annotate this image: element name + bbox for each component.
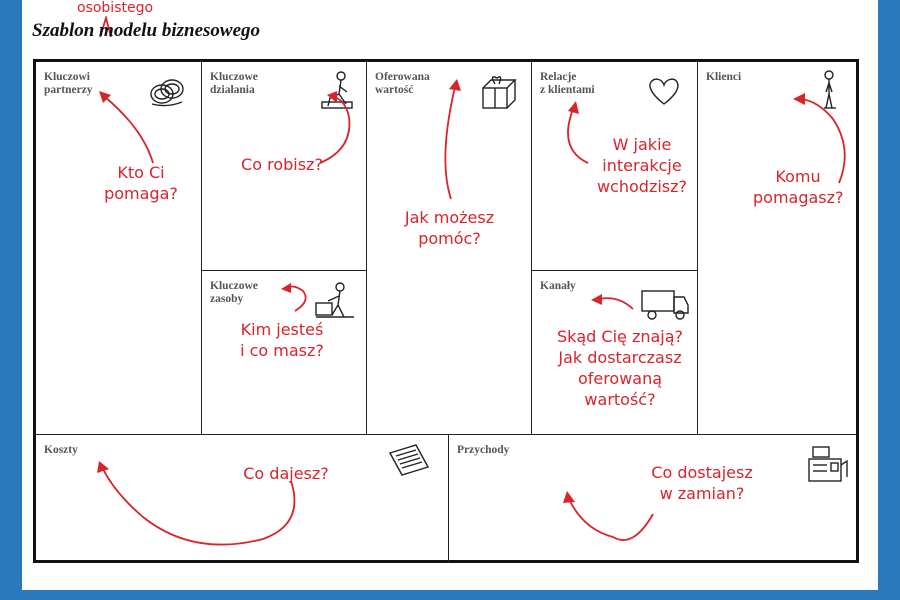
block-key-resources: Kluczowe zasoby Kim jesteś i co masz? [202, 271, 367, 435]
block-cost-structure: Koszty Co dajesz? [36, 435, 449, 563]
arrow-partners [99, 91, 154, 164]
page-title: Szablon modelu biznesowego [32, 20, 261, 41]
arrow-value [444, 79, 461, 200]
arrow-revenue [563, 491, 654, 541]
block-label: Przychody [457, 444, 510, 456]
business-model-canvas: Kluczowi partnerzy Kto Ci pomaga? Kluczo… [33, 59, 859, 563]
block-label: Kluczowe zasoby [210, 280, 258, 305]
worker-lifting-icon [314, 281, 356, 325]
question-text: Co dostajesz w zamian? [651, 463, 753, 503]
page: osobistego Szablon modelu biznesowego Kl… [22, 0, 878, 590]
question-text: Komu pomagasz? [753, 167, 844, 207]
inserted-word: osobistego [77, 0, 154, 16]
arrow-channels [591, 294, 634, 310]
question-text: Jak możesz pomóc? [404, 208, 495, 248]
block-key-partners: Kluczowi partnerzy Kto Ci pomaga? [36, 62, 202, 435]
arrow-costs [97, 461, 296, 546]
question-text: Kto Ci pomaga? [104, 163, 178, 203]
block-label: Kluczowi partnerzy [44, 71, 93, 96]
question-text: Skąd Cię znają? Jak dostarczasz oferowan… [556, 327, 684, 409]
rings-icon [148, 74, 186, 112]
truck-icon [640, 285, 690, 325]
block-label: Klienci [706, 71, 742, 83]
question-text: Co dajesz? [243, 464, 329, 483]
block-label: Koszty [44, 444, 78, 456]
arrow-activities [319, 91, 351, 164]
block-label: Kluczowe działania [210, 71, 258, 96]
block-channels: Kanały Skąd Cię znają? Jak dostarczasz o… [532, 271, 698, 435]
block-revenue-streams: Przychody Co dostajesz w zamian? [449, 435, 856, 563]
question-text: Co robisz? [241, 155, 323, 174]
question-text: W jakie interakcje wchodzisz? [596, 135, 688, 196]
arrow-relationships [567, 101, 589, 164]
block-key-activities: Kluczowe działania Co robisz? [202, 62, 367, 271]
block-value-proposition: Oferowana wartość Jak możesz pomóc? [367, 62, 532, 435]
cash-register-icon [807, 443, 849, 489]
person-icon [818, 70, 840, 114]
gift-icon [479, 72, 519, 116]
block-customer-segments: Klienci Komu pomagasz? [698, 62, 856, 435]
heart-icon [647, 76, 681, 110]
arrow-resources [281, 283, 307, 312]
block-customer-relationships: Relacje z klientami W jakie interakcje w… [532, 62, 698, 271]
invoice-icon [386, 443, 432, 483]
block-label: Oferowana wartość [375, 71, 430, 96]
block-label: Relacje z klientami [540, 71, 595, 96]
arrow-customers [793, 93, 846, 184]
block-label: Kanały [540, 280, 576, 292]
insertion-caret [99, 16, 112, 38]
question-text: Kim jesteś i co masz? [240, 320, 324, 360]
annotation-arrows [97, 79, 846, 546]
